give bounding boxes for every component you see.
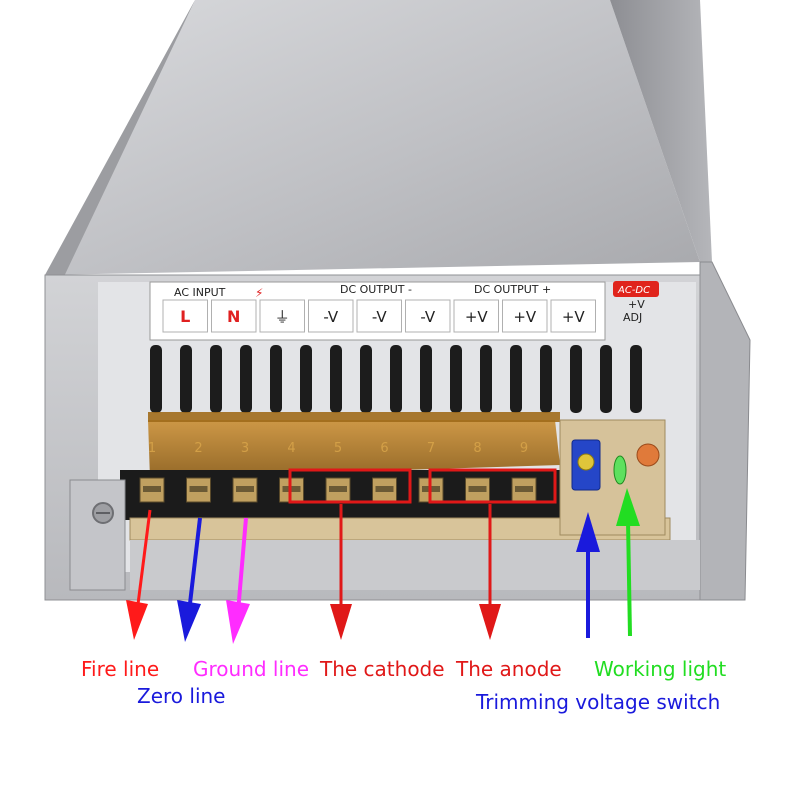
working-light-led <box>613 455 627 485</box>
trimming-switch-label: Trimming voltage switch <box>476 690 721 714</box>
anode-highlight-box <box>428 468 557 504</box>
ground-line-arrow <box>226 517 250 644</box>
vent-slot <box>330 345 342 413</box>
terminal-label-box <box>453 299 499 333</box>
working-light-arrow <box>616 488 640 637</box>
working-light-label: Working light <box>594 657 727 681</box>
terminal-screw-slot <box>329 486 347 492</box>
terminal-screw-slot <box>515 486 533 492</box>
terminal-number: 9 <box>520 441 528 456</box>
terminal-screw-slot <box>143 486 161 492</box>
terminal-label: +V <box>513 308 537 326</box>
ac-input-label: AC INPUT <box>174 286 226 299</box>
terminal-screws <box>139 477 537 503</box>
terminal-number: 1 <box>148 441 156 456</box>
terminal-screw-slot <box>236 486 254 492</box>
adj-plus-v-label: +V <box>628 298 645 311</box>
terminal-label: +V <box>562 308 586 326</box>
terminal-screw-slot <box>375 486 394 492</box>
terminal-label-box <box>502 299 548 333</box>
terminal-label: N <box>227 307 240 326</box>
adj-label: ADJ <box>623 311 642 324</box>
dc-output-plus-label: DC OUTPUT + <box>474 283 551 296</box>
cathode-label: The cathode <box>320 657 445 681</box>
vent-slot <box>540 345 552 413</box>
terminal-number: 5 <box>334 441 342 456</box>
terminal-label: L <box>180 307 190 326</box>
terminal-number: 7 <box>427 441 435 456</box>
enclosure-left-face <box>45 0 195 285</box>
terminal-number: 8 <box>473 441 481 456</box>
dc-output-minus-label: DC OUTPUT - <box>340 283 412 296</box>
vent-slot <box>210 345 222 413</box>
terminal-number: 4 <box>287 441 295 456</box>
cathode-arrow <box>330 504 352 640</box>
terminal-label: -V <box>372 308 388 326</box>
zero-line-arrow <box>177 517 202 642</box>
vent-slot <box>510 345 522 413</box>
fire-line-arrow <box>126 509 152 640</box>
terminal-number: 3 <box>241 441 249 456</box>
terminal-label: -V <box>323 308 339 326</box>
cathode-highlight-box <box>288 468 412 504</box>
vent-slot <box>240 345 252 413</box>
terminal-numbers: 1 2 3 4 5 6 7 8 9 <box>148 441 528 456</box>
ground-symbol-icon: ⏚ <box>275 308 290 326</box>
vent-slot <box>150 345 162 413</box>
enclosure-side-face <box>610 0 712 262</box>
trimming-switch-arrow <box>576 512 600 638</box>
vent-slot <box>420 345 432 413</box>
vent-slot <box>360 345 372 413</box>
terminal-screw-slot <box>189 486 208 492</box>
ground-line-label: Ground line <box>193 657 310 681</box>
vent-slot <box>180 345 192 413</box>
ventilation-slots <box>150 345 642 413</box>
terminal-label-box <box>356 299 402 333</box>
vent-slot <box>630 345 642 413</box>
terminal-screw-slot <box>468 486 487 492</box>
trimmer-knob-icon <box>577 453 595 471</box>
terminal-cover <box>148 420 560 478</box>
vent-slot <box>300 345 312 413</box>
anode-label: The anode <box>456 657 562 681</box>
control-pcb <box>559 419 666 536</box>
terminal-label-box <box>550 299 596 333</box>
vent-slot <box>390 345 402 413</box>
terminal-label: +V <box>465 308 489 326</box>
fire-line-label: Fire line <box>81 657 160 681</box>
vent-slot <box>270 345 282 413</box>
ac-dc-badge-text: AC-DC <box>617 285 650 296</box>
mounting-tab-left <box>69 479 126 591</box>
mounting-bracket-right <box>699 261 751 601</box>
terminal-number: 2 <box>194 441 202 456</box>
enclosure-top-face <box>45 0 700 275</box>
terminal-label-box <box>405 299 451 333</box>
vent-slot <box>570 345 582 413</box>
ac-dc-badge <box>613 281 659 297</box>
terminal-label: -V <box>420 308 436 326</box>
anode-arrow <box>479 504 501 640</box>
terminal-labels: L N ⏚ -V -V -V +V +V +V <box>162 299 596 333</box>
terminal-label-box <box>162 299 208 333</box>
terminal-number: 6 <box>380 441 388 456</box>
lightning-icon: ⚡ <box>255 286 263 300</box>
vent-slot <box>450 345 462 413</box>
vent-slot <box>600 345 612 413</box>
vent-slot <box>480 345 492 413</box>
terminal-label-box <box>259 299 305 333</box>
heatsink-base <box>130 540 700 590</box>
terminal-label-box <box>211 299 257 333</box>
terminal-label-box <box>308 299 354 333</box>
zero-line-label: Zero line <box>137 684 226 708</box>
terminal-cover-top-edge <box>148 412 560 422</box>
capacitor-icon <box>636 443 660 467</box>
